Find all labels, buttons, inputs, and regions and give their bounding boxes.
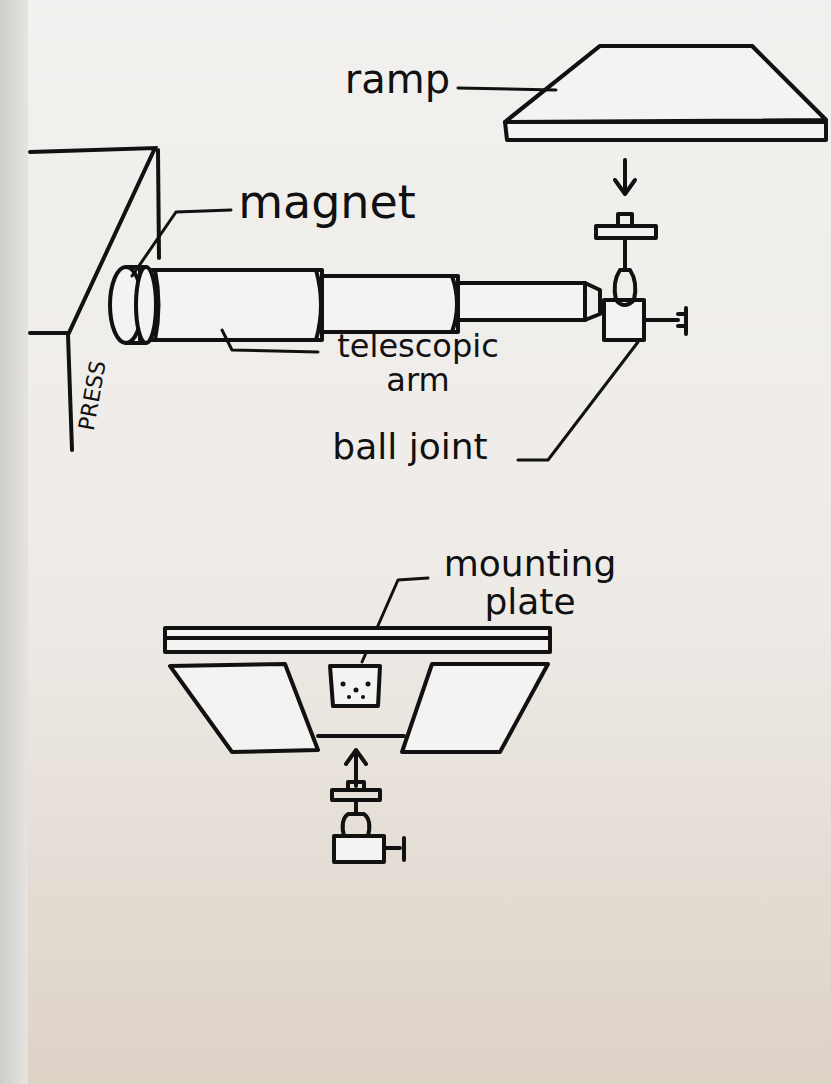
part-label: ramp xyxy=(340,58,455,100)
part-label: mounting plate xyxy=(430,545,630,621)
press-text: PRESS xyxy=(74,358,111,432)
part-label: magnet xyxy=(232,178,422,226)
part-label: telescopic arm xyxy=(318,330,518,397)
press-block: PRESS xyxy=(28,140,168,460)
paper-shadow xyxy=(0,0,28,1084)
part-label: ball joint xyxy=(305,428,515,466)
